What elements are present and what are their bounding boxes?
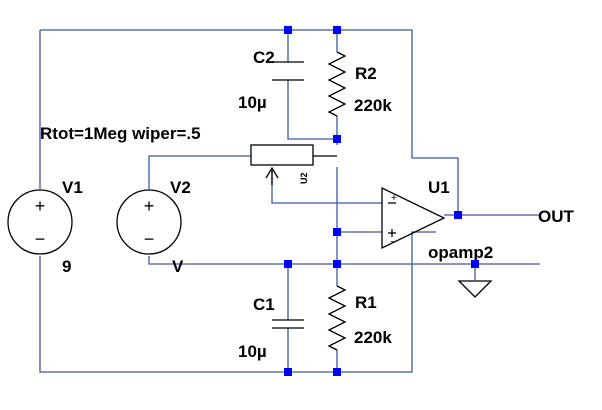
v2-name-label: V2 (170, 178, 191, 197)
v1-minus-symbol: − (35, 229, 46, 249)
wire-top-rail (40, 29, 459, 215)
ground-symbol (457, 280, 493, 298)
c1-value-label: 10µ (238, 342, 267, 361)
r2-value-label: 220k (354, 96, 392, 115)
r2-name-label: R2 (355, 64, 377, 83)
wire-bottom-bus (148, 256, 540, 265)
v1-plus-symbol: + (35, 196, 46, 216)
v2-minus-symbol: − (144, 229, 155, 249)
u1-model-label: opamp2 (428, 243, 493, 262)
c2-name-label: C2 (253, 48, 275, 67)
wire-wiper-to-inv (271, 170, 382, 204)
junction-node (333, 26, 341, 34)
wire-v2-to-pot (148, 155, 251, 189)
c2-value-label: 10µ (238, 93, 267, 112)
junction-node (454, 211, 462, 219)
capacitor-c2[interactable] (272, 61, 304, 81)
voltage-source-v2[interactable]: + − (116, 189, 182, 255)
junction-dots (284, 26, 479, 376)
r1-value-label: 220k (354, 328, 392, 347)
u2-name-label: U2 (299, 172, 309, 184)
potentiometer-u2[interactable] (250, 144, 337, 185)
wire-left-rail-bottom (39, 231, 436, 373)
v2-plus-symbol: + (144, 196, 155, 216)
wire-c2-branch (287, 30, 337, 140)
resistor-r2[interactable] (327, 51, 347, 117)
junction-node (333, 368, 341, 376)
c1-name-label: C1 (253, 295, 275, 314)
wires (39, 29, 540, 373)
v1-value-label: 9 (62, 257, 71, 276)
junction-node (333, 135, 341, 143)
capacitor-c1[interactable] (272, 319, 304, 329)
junction-node (284, 26, 292, 34)
junction-node (471, 260, 479, 268)
opamp-u1[interactable] (381, 186, 446, 250)
resistor-r1[interactable] (327, 285, 347, 351)
v2-value-label: V (172, 257, 184, 276)
u1-name-label: U1 (428, 178, 450, 197)
u2-params-label: Rtot=1Meg wiper=.5 (40, 124, 201, 143)
junction-node (333, 228, 341, 236)
voltage-source-v1[interactable]: + − (7, 189, 73, 255)
junction-node (284, 260, 292, 268)
net-label-out: OUT (538, 207, 575, 226)
u1-plus-pin-label: + (391, 193, 397, 204)
v1-name-label: V1 (62, 178, 83, 197)
junction-node (333, 260, 341, 268)
r1-name-label: R1 (355, 293, 377, 312)
u1-minus-pin-label: − (390, 237, 396, 248)
junction-node (284, 368, 292, 376)
